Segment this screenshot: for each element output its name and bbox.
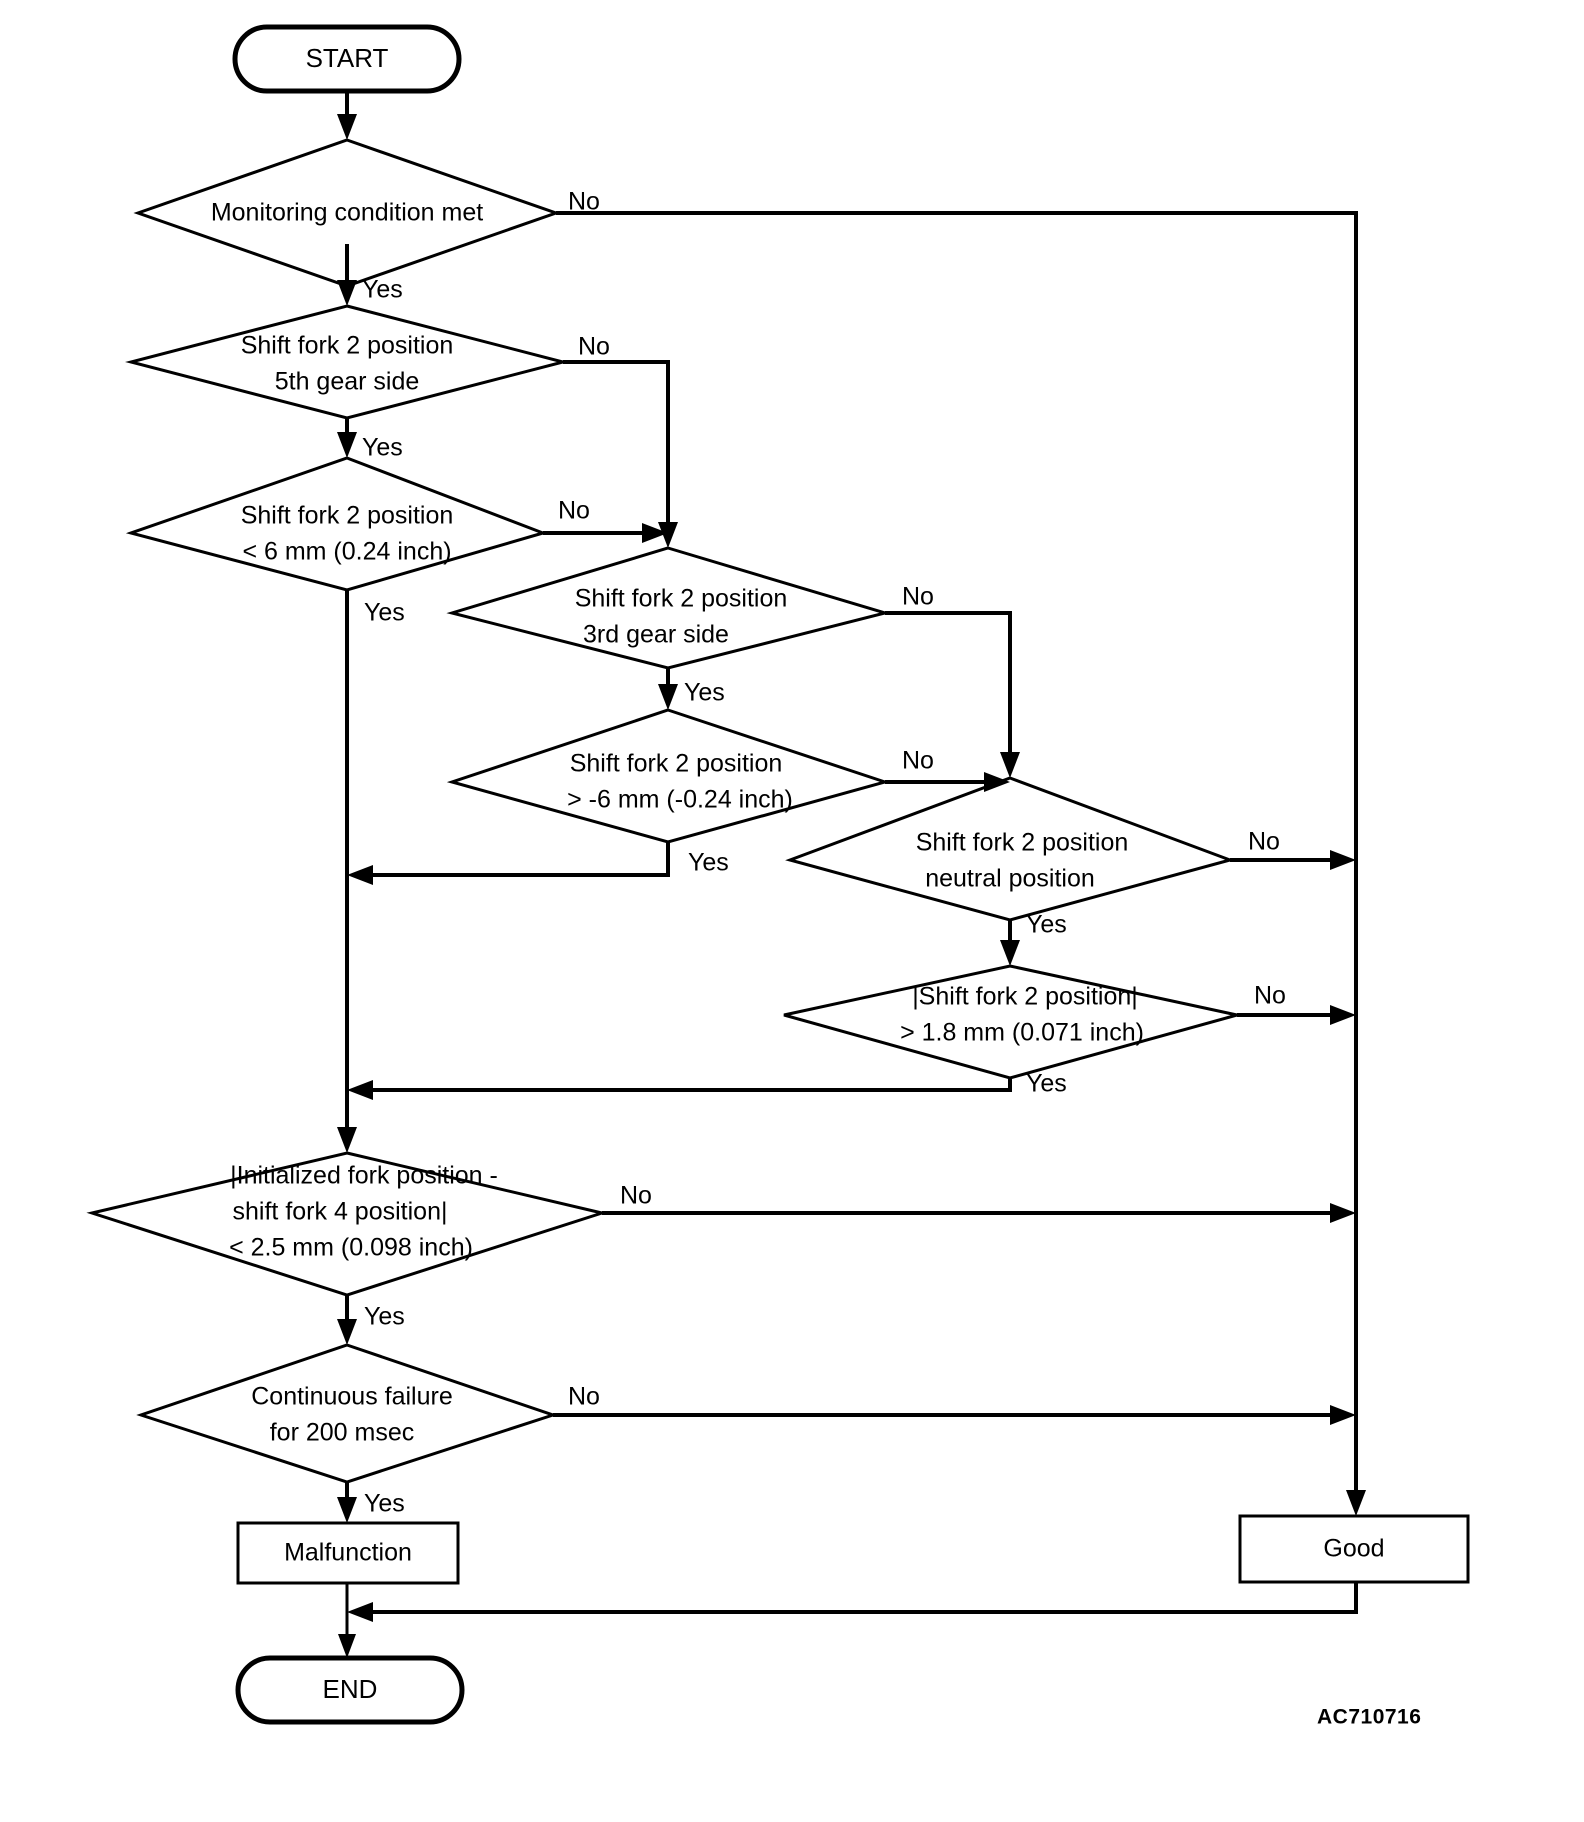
edge-label-fork2-abs-yes: Yes — [1026, 1070, 1067, 1098]
connector-fork2-neg6-yes — [347, 842, 670, 885]
connector-monitoring-yes — [337, 244, 357, 306]
node-malfunction-label: Malfunction — [284, 1539, 412, 1567]
node-continuous-failure[interactable]: Continuous failure for 200 msec — [136, 1343, 558, 1484]
edge-label-fork2-5th-yes: Yes — [362, 434, 403, 462]
connector-fork2-abs-no — [1237, 1005, 1356, 1025]
node-fork2-5th-gear-label-2: 5th gear side — [275, 368, 420, 396]
node-fork2-3rd-gear[interactable]: Shift fork 2 position 3rd gear side — [446, 546, 891, 670]
node-fork2-5th-gear-label-1: Shift fork 2 position — [241, 332, 454, 360]
edge-label-fork2-neg6-yes: Yes — [688, 849, 729, 877]
node-fork2-gt-neg6mm[interactable]: Shift fork 2 position > -6 mm (-0.24 inc… — [446, 708, 891, 844]
edge-label-cont-fail-no: No — [568, 1383, 600, 1411]
node-end-label: END — [323, 1674, 378, 1704]
node-fork2-lt-6mm[interactable]: Shift fork 2 position < 6 mm (0.24 inch) — [125, 456, 548, 592]
node-good-label: Good — [1323, 1535, 1384, 1563]
edge-label-fork2-abs-no: No — [1254, 982, 1286, 1010]
connector-fork2-abs-yes — [347, 1078, 1012, 1100]
edge-label-init-fork-no: No — [620, 1182, 652, 1210]
node-fork2-gt-neg6mm-label-1: Shift fork 2 position — [570, 750, 783, 778]
node-init-fork-diff-label-2: shift fork 4 position| — [233, 1198, 448, 1226]
node-continuous-failure-label-1: Continuous failure — [251, 1383, 453, 1411]
node-fork2-abs-gt-1-8mm[interactable]: |Shift fork 2 position| > 1.8 mm (0.071 … — [783, 964, 1238, 1080]
edge-label-init-fork-yes: Yes — [364, 1303, 405, 1331]
node-fork2-abs-label-2: > 1.8 mm (0.071 inch) — [900, 1019, 1144, 1047]
node-end[interactable]: END — [235, 1655, 465, 1725]
node-fork2-abs-label-1: |Shift fork 2 position| — [912, 983, 1138, 1011]
connector-malfunction-to-end — [338, 1582, 356, 1658]
node-fork2-5th-gear[interactable]: Shift fork 2 position 5th gear side — [125, 304, 569, 420]
edge-label-fork2-neg6-no: No — [902, 747, 934, 775]
node-monitoring-condition[interactable]: Monitoring condition met — [133, 138, 561, 288]
node-continuous-failure-label-2: for 200 msec — [270, 1419, 415, 1447]
connector-fork2-5th-no — [563, 360, 678, 548]
node-fork2-neutral[interactable]: Shift fork 2 position neutral position — [785, 776, 1235, 922]
connector-fork2-5th-yes — [337, 418, 357, 458]
node-fork2-3rd-gear-label-2: 3rd gear side — [583, 621, 729, 649]
node-start-label: START — [306, 43, 389, 73]
node-fork2-neutral-label-1: Shift fork 2 position — [916, 829, 1129, 857]
edge-label-cont-fail-yes: Yes — [364, 1490, 405, 1518]
connector-fork2-lt6-yes — [337, 590, 357, 1153]
connector-fork2-3rd-yes — [658, 668, 678, 710]
node-fork2-3rd-gear-label-1: Shift fork 2 position — [575, 585, 788, 613]
node-fork2-lt-6mm-label-1: Shift fork 2 position — [241, 502, 454, 530]
connector-fork2-3rd-no — [885, 611, 1020, 778]
node-init-fork-diff-label-1: |Initialized fork position - — [230, 1162, 498, 1190]
connector-good-to-end-trunk — [347, 1582, 1358, 1622]
edge-label-fork2-lt6-no: No — [558, 497, 590, 525]
edge-label-fork2-neutral-yes: Yes — [1026, 911, 1067, 939]
edge-label-monitoring-yes: Yes — [362, 276, 403, 304]
connector-cont-fail-yes — [337, 1482, 357, 1523]
edge-label-fork2-5th-no: No — [578, 333, 610, 361]
edge-label-fork2-lt6-yes: Yes — [364, 599, 405, 627]
connector-fork2-neutral-yes — [1000, 920, 1020, 966]
connector-monitoring-no — [556, 211, 1366, 1516]
node-init-fork-diff-label-3: < 2.5 mm (0.098 inch) — [229, 1234, 473, 1262]
node-fork2-lt-6mm-label-2: < 6 mm (0.24 inch) — [242, 538, 451, 566]
connector-fork2-lt6-no — [543, 523, 668, 543]
node-good[interactable]: Good — [1238, 1514, 1470, 1584]
diagram-reference-code: AC710716 — [1317, 1706, 1421, 1729]
node-fork2-gt-neg6mm-label-2: > -6 mm (-0.24 inch) — [567, 786, 793, 814]
connector-init-fork-no — [602, 1203, 1356, 1223]
node-start[interactable]: START — [232, 24, 462, 94]
connector-fork2-neg6-no — [885, 772, 1010, 792]
connector-start-to-monitoring — [337, 91, 357, 140]
edge-label-fork2-3rd-yes: Yes — [684, 679, 725, 707]
connector-init-fork-yes — [337, 1295, 357, 1345]
connector-fork2-neutral-no — [1230, 850, 1356, 870]
edge-label-fork2-3rd-no: No — [902, 583, 934, 611]
connector-cont-fail-no — [553, 1405, 1356, 1425]
node-malfunction[interactable]: Malfunction — [236, 1521, 460, 1585]
edge-label-monitoring-no: No — [568, 188, 600, 216]
node-monitoring-condition-label: Monitoring condition met — [211, 199, 483, 227]
node-fork2-neutral-label-2: neutral position — [925, 865, 1095, 893]
node-init-fork-diff[interactable]: |Initialized fork position - shift fork … — [86, 1151, 608, 1297]
edge-label-fork2-neutral-no: No — [1248, 828, 1280, 856]
